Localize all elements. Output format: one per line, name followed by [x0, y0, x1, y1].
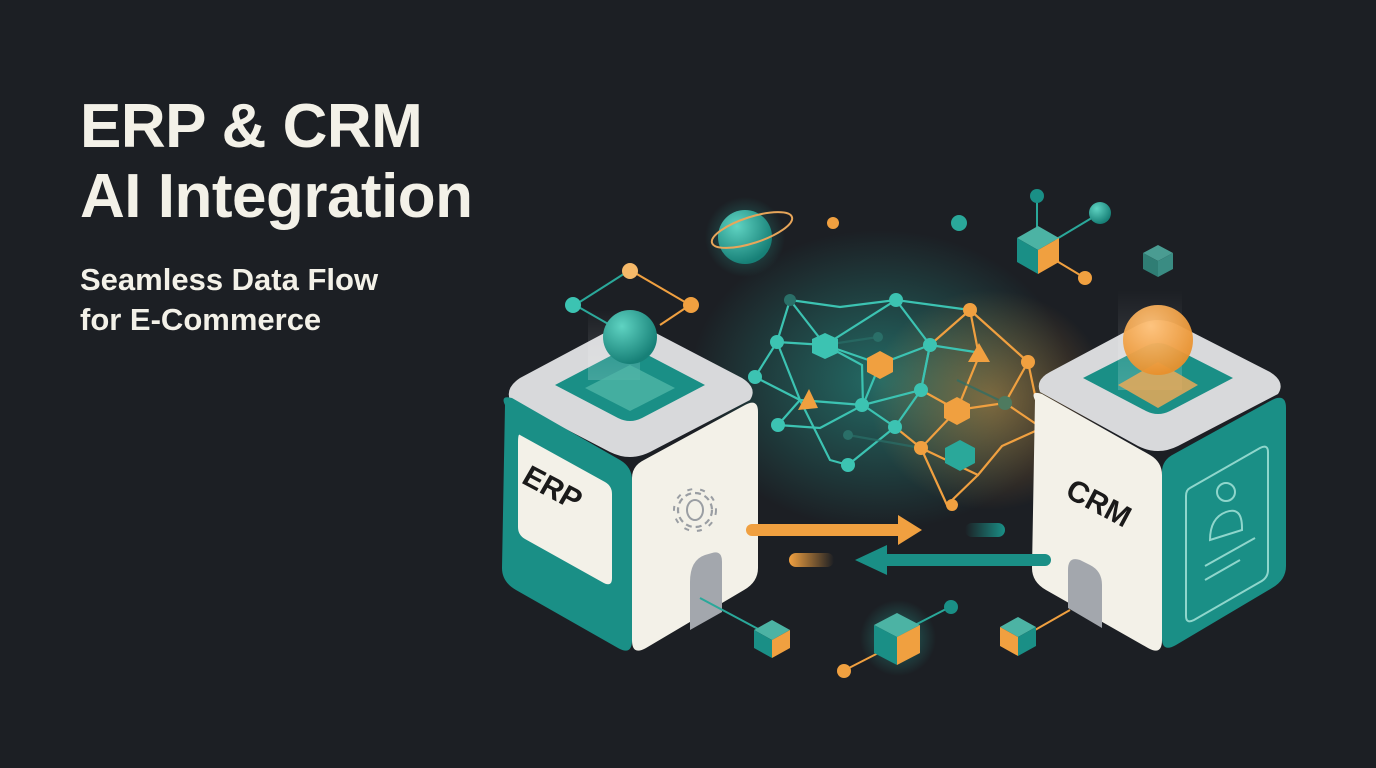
data-cube-left	[699, 597, 790, 658]
orange-dot	[827, 217, 839, 229]
hero-text: ERP & CRM AI Integration Seamless Data F…	[80, 92, 473, 340]
brain-nodes	[748, 293, 1049, 511]
subtitle-line-1: Seamless Data Flow	[80, 262, 379, 297]
data-cube-center	[837, 600, 958, 678]
contact-card-icon	[1185, 445, 1269, 623]
data-cube-right	[1000, 609, 1071, 656]
molecule-cube-icon	[1017, 189, 1111, 285]
subtitle: Seamless Data Flow for E-Commerce	[80, 260, 473, 340]
teal-dot	[951, 215, 967, 231]
gear-icon	[673, 488, 717, 532]
arrow-crm-to-erp	[789, 545, 1051, 575]
subtitle-line-2: for E-Commerce	[80, 302, 322, 337]
title-line-1: ERP & CRM	[80, 92, 423, 161]
arrow-erp-to-crm	[746, 515, 1005, 545]
planet-icon	[705, 197, 794, 277]
title-line-2: AI Integration	[80, 162, 473, 231]
page-title: ERP & CRM AI Integration	[80, 92, 473, 232]
small-cube-icon	[1143, 245, 1173, 277]
erp-server-box: ERP	[502, 263, 758, 651]
crm-server-box: CRM	[1032, 290, 1286, 651]
